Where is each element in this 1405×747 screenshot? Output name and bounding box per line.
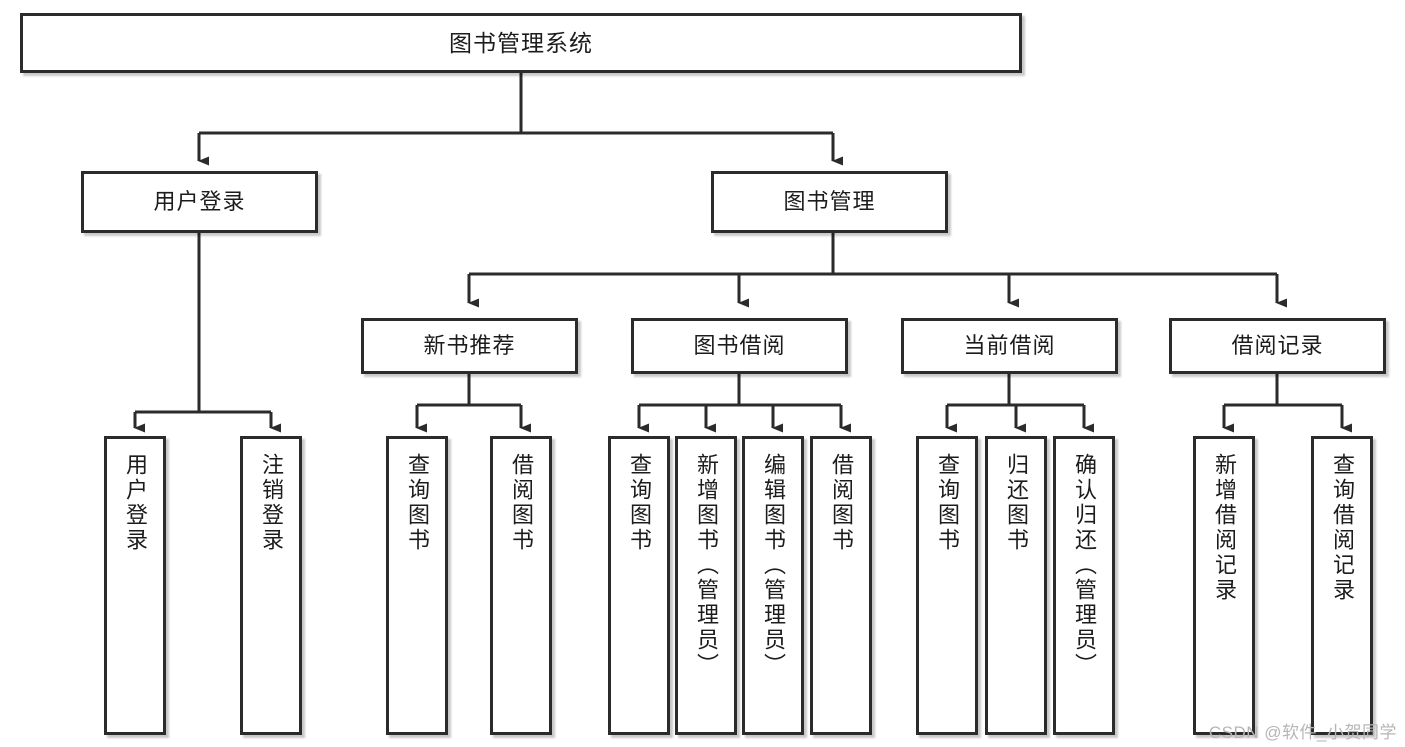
leaf-newbook-query-books[interactable]: 查询图书 (386, 436, 448, 735)
node-book-management[interactable]: 图书管理 (711, 171, 948, 233)
node-label: 借阅图书 (509, 453, 534, 553)
leaf-current-return-books[interactable]: 归还图书 (985, 436, 1047, 735)
node-new-book-recommendation[interactable]: 新书推荐 (361, 318, 578, 374)
leaf-user-login-signout[interactable]: 注销登录 (240, 436, 302, 735)
node-label: 新书推荐 (423, 333, 516, 359)
node-label: 归还图书 (1004, 453, 1029, 553)
leaf-records-query-record[interactable]: 查询借阅记录 (1311, 436, 1373, 735)
leaf-borrow-add-book-admin[interactable]: 新增图书（管理员） (675, 436, 737, 735)
leaf-borrow-query-books[interactable]: 查询图书 (608, 436, 670, 735)
leaf-current-query-books[interactable]: 查询图书 (916, 436, 978, 735)
node-label: 图书借阅 (693, 333, 786, 359)
node-current-borrowing[interactable]: 当前借阅 (901, 318, 1118, 374)
node-label: 新增图书（管理员） (694, 453, 719, 678)
leaf-borrow-borrow-books[interactable]: 借阅图书 (810, 436, 872, 735)
node-label: 查询图书 (935, 453, 960, 553)
node-label: 图书管理系统 (449, 29, 593, 56)
node-book-borrowing[interactable]: 图书借阅 (631, 318, 848, 374)
node-label: 用户登录 (153, 189, 246, 215)
leaf-newbook-borrow-books[interactable]: 借阅图书 (490, 436, 552, 735)
node-borrow-records[interactable]: 借阅记录 (1169, 318, 1386, 374)
node-label: 新增借阅记录 (1212, 453, 1237, 603)
node-label: 确认归还（管理员） (1072, 453, 1097, 678)
node-label: 用户登录 (123, 453, 148, 553)
node-label: 查询图书 (405, 453, 430, 553)
node-label: 当前借阅 (963, 333, 1056, 359)
node-label: 借阅记录 (1231, 333, 1324, 359)
leaf-records-add-record[interactable]: 新增借阅记录 (1193, 436, 1255, 735)
node-root-book-management-system[interactable]: 图书管理系统 (20, 13, 1022, 73)
csdn-watermark: CSDN @软件_小贺同学 (1208, 723, 1397, 742)
node-label: 查询借阅记录 (1330, 453, 1355, 603)
node-label: 借阅图书 (829, 453, 854, 553)
leaf-user-login-signin[interactable]: 用户登录 (104, 436, 166, 735)
leaf-current-confirm-return-admin[interactable]: 确认归还（管理员） (1053, 436, 1115, 735)
node-label: 编辑图书（管理员） (761, 453, 786, 678)
node-label: 注销登录 (259, 453, 284, 553)
leaf-borrow-edit-book-admin[interactable]: 编辑图书（管理员） (742, 436, 804, 735)
node-label: 查询图书 (627, 453, 652, 553)
node-label: 图书管理 (783, 189, 876, 215)
node-user-login[interactable]: 用户登录 (81, 171, 318, 233)
